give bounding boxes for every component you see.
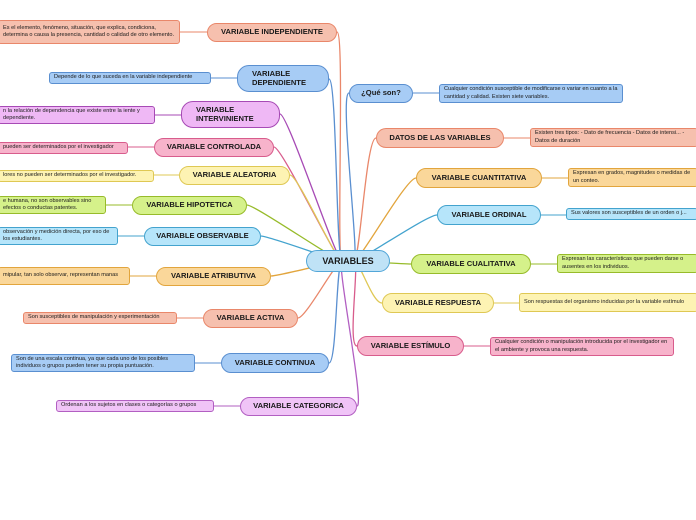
branch-variable-activa[interactable]: VARIABLE ACTIVA <box>203 309 298 328</box>
branch-variable-dependiente[interactable]: VARIABLE DEPENDIENTE <box>237 65 329 92</box>
branch-variable-respuesta[interactable]: VARIABLE RESPUESTA <box>382 293 494 313</box>
connector-line <box>273 146 343 262</box>
desc-variable-hipotetica: e humana, no son observables sino efecto… <box>0 196 106 214</box>
branch-variable-atributiva[interactable]: VARIABLE ATRIBUTIVA <box>156 267 271 286</box>
desc-variable-interviniente: n la relación de dependencia que existe … <box>0 106 155 124</box>
connector-line <box>279 113 343 262</box>
central-topic[interactable]: VARIABLES <box>306 250 390 272</box>
branch-variable-aleatoria[interactable]: VARIABLE ALEATORIA <box>179 166 290 185</box>
branch-variable-ordinal[interactable]: VARIABLE ORDINAL <box>437 205 541 225</box>
branch-datos-de-las-variables[interactable]: DATOS DE LAS VARIABLES <box>376 128 504 148</box>
desc-variable-dependiente: Depende de lo que suceda en la variable … <box>49 72 211 84</box>
branch-variable-observable[interactable]: VARIABLE OBSERVABLE <box>144 227 261 246</box>
branch-variable-independiente[interactable]: VARIABLE INDEPENDIENTE <box>207 23 337 42</box>
desc-variable-cuantitativa: Expresan en grados, magnitudes o medidas… <box>568 168 696 187</box>
branch-variable-categorica[interactable]: VARIABLE CATEGORICA <box>240 397 357 416</box>
branch-que-son[interactable]: ¿Qué son? <box>349 84 413 103</box>
desc-variable-independiente: Es el elemento, fenómeno, situación, que… <box>0 20 180 44</box>
desc-variable-aleatoria: lores no pueden ser determinados por el … <box>0 170 154 182</box>
desc-variable-atributiva: mipular, tan solo observar, representan … <box>0 267 130 285</box>
desc-variable-cualitativa: Expresan las características que pueden … <box>557 254 696 273</box>
branch-variable-controlada[interactable]: VARIABLE CONTROLADA <box>154 138 274 157</box>
connector-line <box>353 177 417 262</box>
desc-variable-continua: Son de una escala continua, ya que cada … <box>11 354 195 372</box>
desc-variable-estimulo: Cualquier condición o manipulación intro… <box>490 337 674 356</box>
branch-variable-cualitativa[interactable]: VARIABLE CUALITATIVA <box>411 254 531 274</box>
desc-datos-de-las-variables: Existen tres tipos: - Dato de frecuencia… <box>530 128 696 147</box>
connector-line <box>352 260 358 347</box>
desc-que-son: Cualquier condición susceptible de modif… <box>439 84 623 103</box>
branch-variable-interviniente[interactable]: VARIABLE INTERVINIENTE <box>181 101 280 128</box>
branch-variable-hipotetica[interactable]: VARIABLE HIPOTETICA <box>132 196 247 215</box>
desc-variable-respuesta: Son respuestas del organismo inducidas p… <box>519 293 696 312</box>
connector-line <box>353 137 377 262</box>
connector-line <box>328 260 343 364</box>
desc-variable-categorica: Ordenan a los sujetos en clases o catego… <box>56 400 214 412</box>
desc-variable-activa: Son susceptibles de manipulación y exper… <box>23 312 177 324</box>
desc-variable-observable: observación y medición directa, por eso … <box>0 227 118 245</box>
connector-line <box>345 92 356 262</box>
branch-variable-estimulo[interactable]: VARIABLE ESTÍMULO <box>357 336 464 356</box>
desc-variable-controlada: pueden ser determinados por el investiga… <box>0 142 128 154</box>
branch-variable-cuantitativa[interactable]: VARIABLE CUANTITATIVA <box>416 168 542 188</box>
branch-variable-continua[interactable]: VARIABLE CONTINUA <box>221 353 329 373</box>
desc-variable-ordinal: Sus valores son susceptibles de un orden… <box>566 208 696 220</box>
